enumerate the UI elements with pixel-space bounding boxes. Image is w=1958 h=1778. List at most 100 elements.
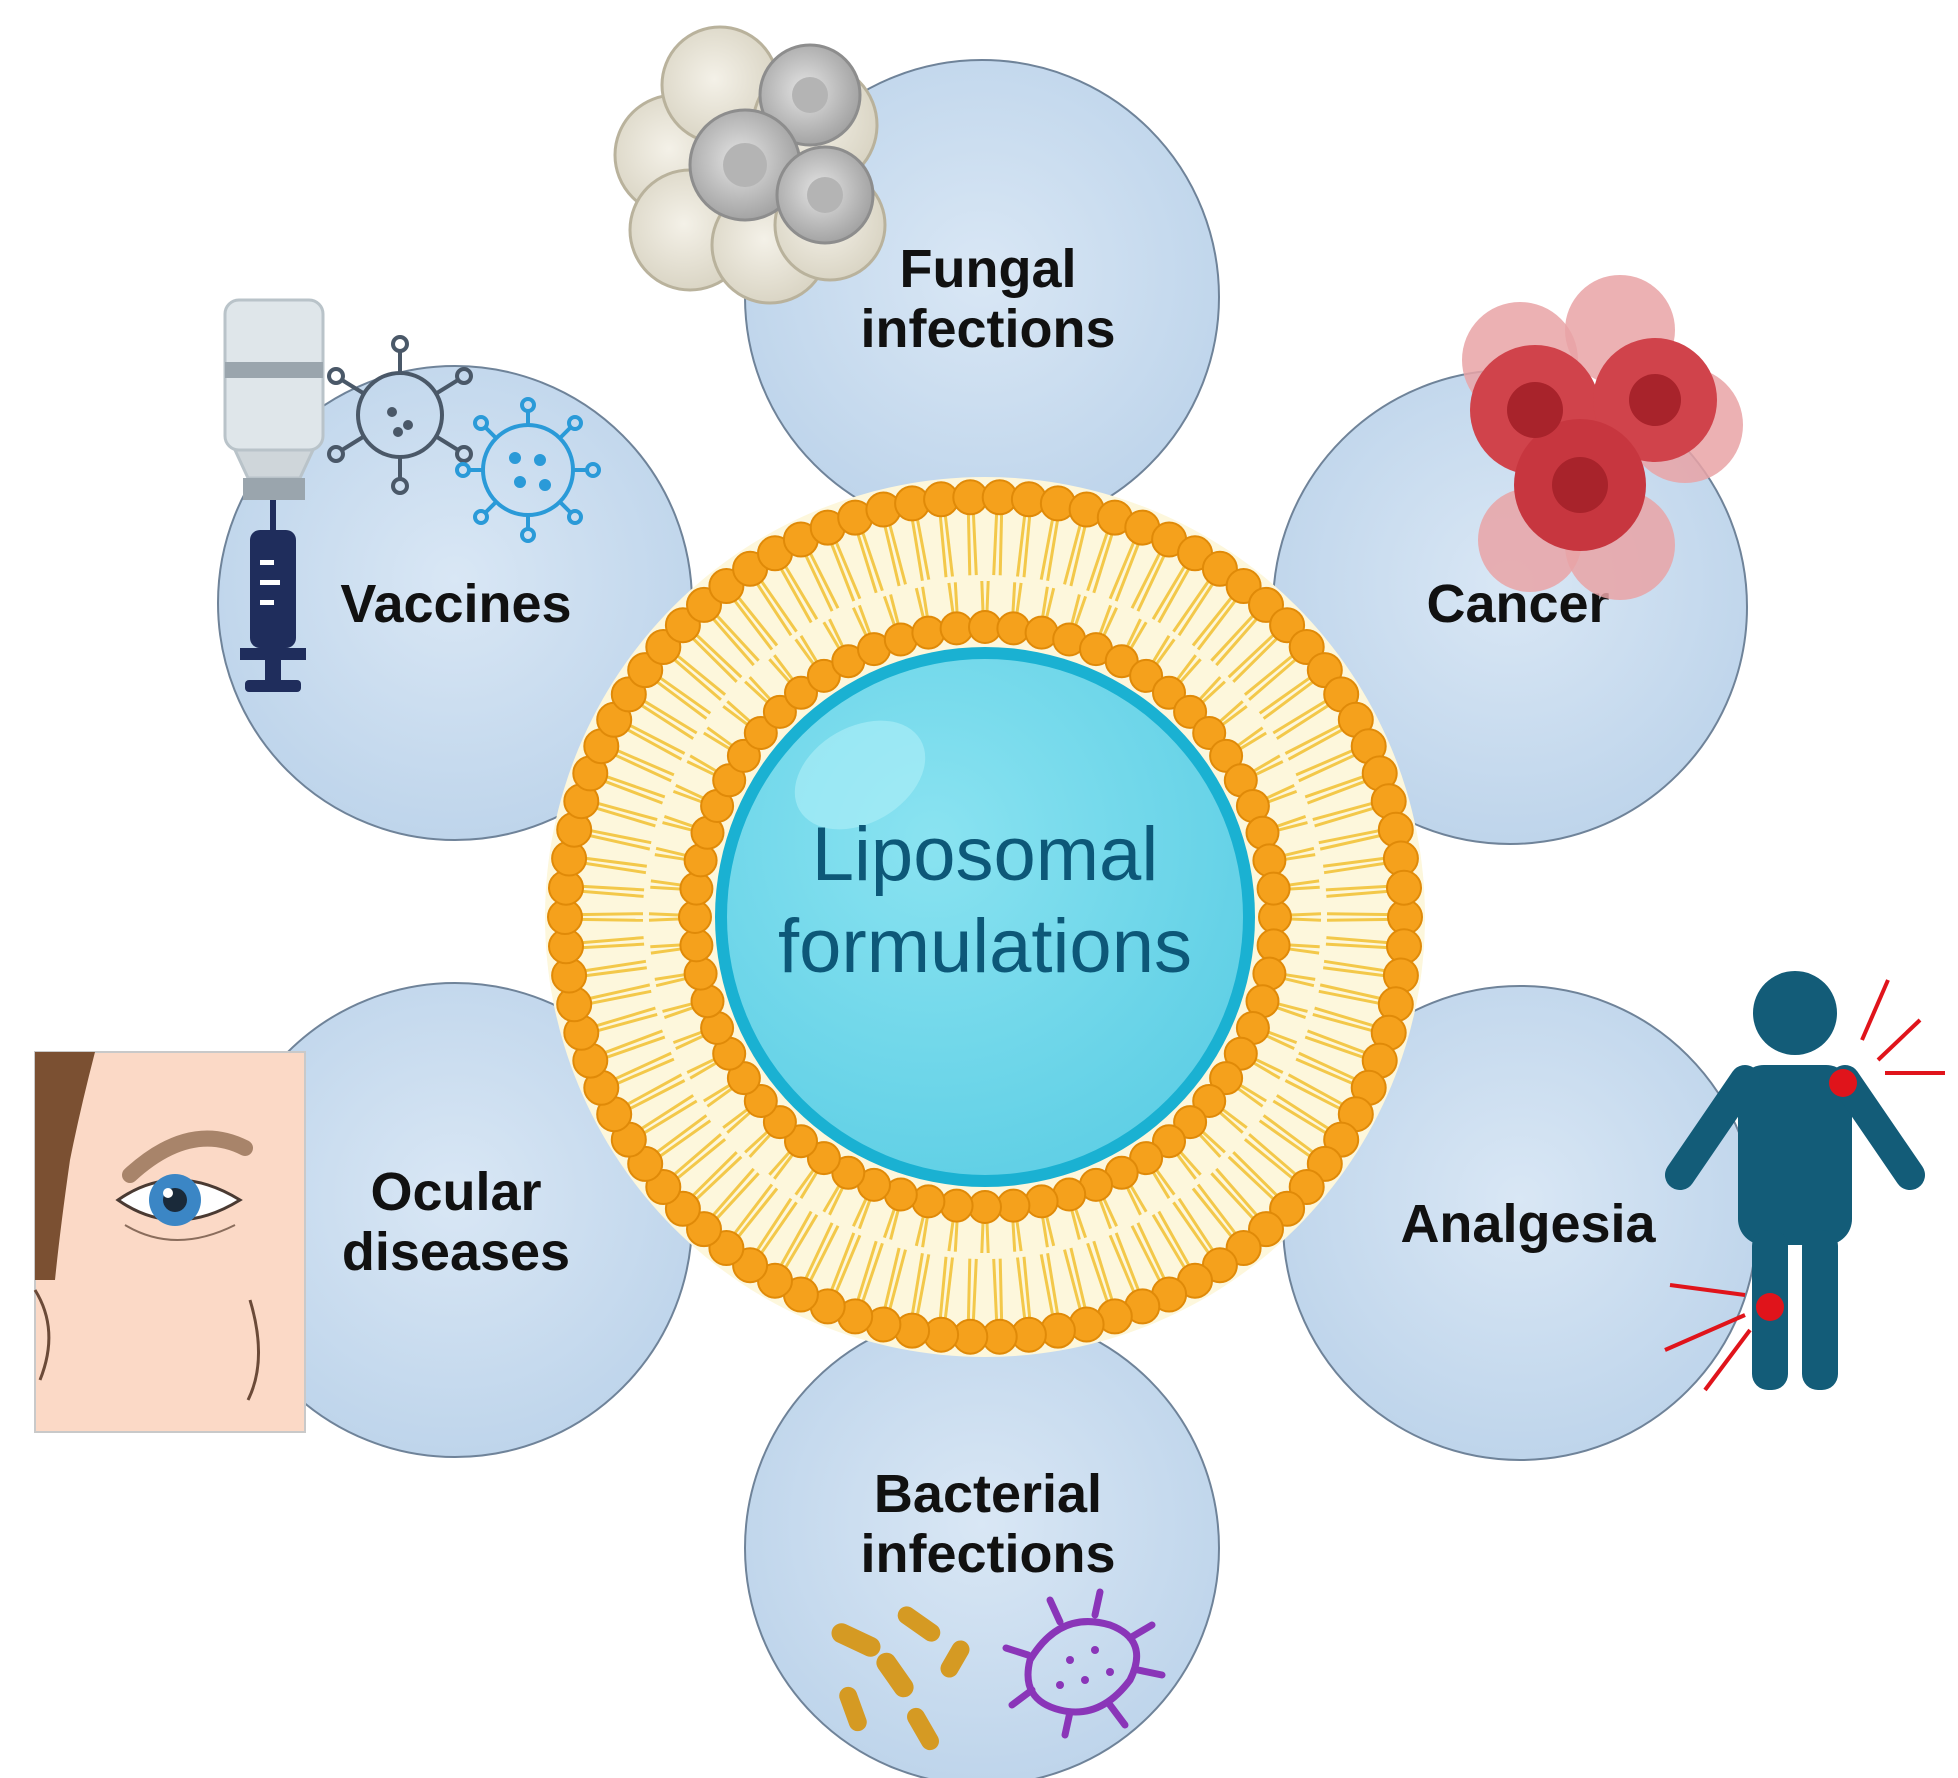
coronavirus-icon xyxy=(455,397,601,543)
lipid-tail xyxy=(998,509,1004,576)
lipid-tail xyxy=(625,1079,686,1113)
lipid-tail xyxy=(1063,520,1083,585)
topic-circles xyxy=(217,59,1758,1778)
lipid-tail xyxy=(859,1242,884,1307)
lipid-tail xyxy=(581,856,647,868)
lipid-tail xyxy=(1272,697,1331,735)
inner-lipid-head xyxy=(1173,694,1208,729)
lipid-tail xyxy=(833,537,862,600)
inner-lipid-heads xyxy=(678,610,1292,1224)
lipid-tail xyxy=(757,1201,798,1258)
lipid-tail xyxy=(1304,773,1369,799)
lipid-tail xyxy=(1136,550,1168,612)
lipid-tail xyxy=(576,912,644,917)
ocular-label-line2: diseases xyxy=(342,1222,570,1282)
lipid-tail xyxy=(753,1197,793,1255)
lipid-tail xyxy=(1063,1249,1083,1314)
center-title-line2: formulations xyxy=(778,904,1192,989)
inner-lipid-head xyxy=(1024,1184,1059,1219)
lipid-tail xyxy=(585,983,651,1001)
lipid-tail xyxy=(639,1099,698,1137)
inner-lipid-head xyxy=(762,694,797,729)
inner-lipid-head xyxy=(968,1190,1002,1224)
lipid-tail xyxy=(1086,527,1111,592)
lipid-tail xyxy=(712,611,760,662)
lipid-tail xyxy=(1191,593,1236,647)
lipid-tail xyxy=(1177,1197,1217,1255)
lipid-tail xyxy=(1243,1138,1297,1183)
analgesia-label: Analgesia xyxy=(1400,1194,1656,1254)
lipid-tail xyxy=(576,917,644,922)
inner-lipid-head xyxy=(1129,658,1164,693)
lipid-tail xyxy=(1318,828,1384,845)
lipid-tail xyxy=(673,1138,727,1183)
lipid-tail xyxy=(600,1029,664,1056)
lipid-tail xyxy=(1298,751,1360,783)
lipid-tail xyxy=(636,701,695,740)
lipid-tail xyxy=(1323,856,1389,868)
lipid-tail xyxy=(882,521,901,587)
lipid-tail xyxy=(1262,1114,1318,1157)
inner-lipid-head xyxy=(743,1084,778,1118)
fungal-cells-icon xyxy=(613,25,887,305)
lipid-tail xyxy=(1151,561,1189,620)
lipid-tail xyxy=(1069,521,1088,587)
lipid-tail xyxy=(971,1258,978,1325)
inner-lipid-head xyxy=(939,611,974,646)
lipid-tail xyxy=(1326,889,1393,898)
lipid-tail xyxy=(1287,1073,1348,1108)
lipid-tail xyxy=(692,1155,743,1204)
lipid-tail xyxy=(578,942,645,950)
lipid-tail xyxy=(777,564,813,624)
lipid-tail xyxy=(915,514,931,580)
fungal-label-line1: Fungal xyxy=(900,239,1077,299)
lipid-tail xyxy=(910,515,924,582)
lipid-tail xyxy=(688,1151,738,1200)
lipid-tail xyxy=(938,1256,948,1323)
lipid-tail xyxy=(753,579,793,637)
inner-lipid-head xyxy=(726,738,761,773)
lipid-tail xyxy=(806,548,840,609)
lipid-tail xyxy=(1046,1252,1060,1319)
lipid-tail xyxy=(887,520,907,585)
lipid-tail xyxy=(1312,800,1377,822)
lipid-tail xyxy=(585,833,651,851)
lipid-tail xyxy=(1275,701,1334,740)
lipid-tail xyxy=(1086,1242,1111,1307)
lipid-tail xyxy=(887,1249,907,1314)
pain-person-icon xyxy=(1664,971,1945,1392)
lipid-tail xyxy=(938,511,948,578)
lipid-tail xyxy=(1232,634,1282,683)
lipid-tail xyxy=(1314,1006,1379,1029)
lipid-tail xyxy=(1046,515,1060,582)
lipid-tail xyxy=(1215,1167,1261,1220)
lipid-tail xyxy=(1319,833,1385,851)
inner-lipid-head xyxy=(1173,1105,1208,1140)
lipid-tail xyxy=(1210,611,1258,662)
lipid-tail xyxy=(1151,1214,1189,1273)
lipid-tail xyxy=(709,614,755,667)
lipid-tail xyxy=(639,697,698,735)
lipid-tail xyxy=(673,651,727,696)
lipid-tail xyxy=(1016,510,1027,577)
lipid-tail xyxy=(971,509,978,576)
lipid-tail xyxy=(1022,511,1032,578)
lipid-tail xyxy=(828,1232,856,1295)
lipid-tail xyxy=(1130,548,1164,609)
lipid-tail xyxy=(1304,1035,1369,1061)
lipid-tail xyxy=(757,576,798,633)
lipid-tail xyxy=(1295,747,1358,777)
lipid-tail xyxy=(652,1114,708,1157)
lipid-tail xyxy=(669,655,722,701)
lipid-tail xyxy=(1172,576,1213,633)
lipid-tail xyxy=(1284,721,1345,755)
lipid-tail xyxy=(586,989,652,1006)
lipid-tail xyxy=(998,1258,1004,1325)
lipid-tail xyxy=(709,1167,755,1220)
lipid-tail xyxy=(580,959,647,973)
lipid-tail xyxy=(1243,651,1297,696)
lipid-tail xyxy=(591,1006,656,1029)
core-highlight xyxy=(794,720,926,830)
lipid-tail xyxy=(580,861,647,875)
lipid-tail xyxy=(712,1172,760,1223)
